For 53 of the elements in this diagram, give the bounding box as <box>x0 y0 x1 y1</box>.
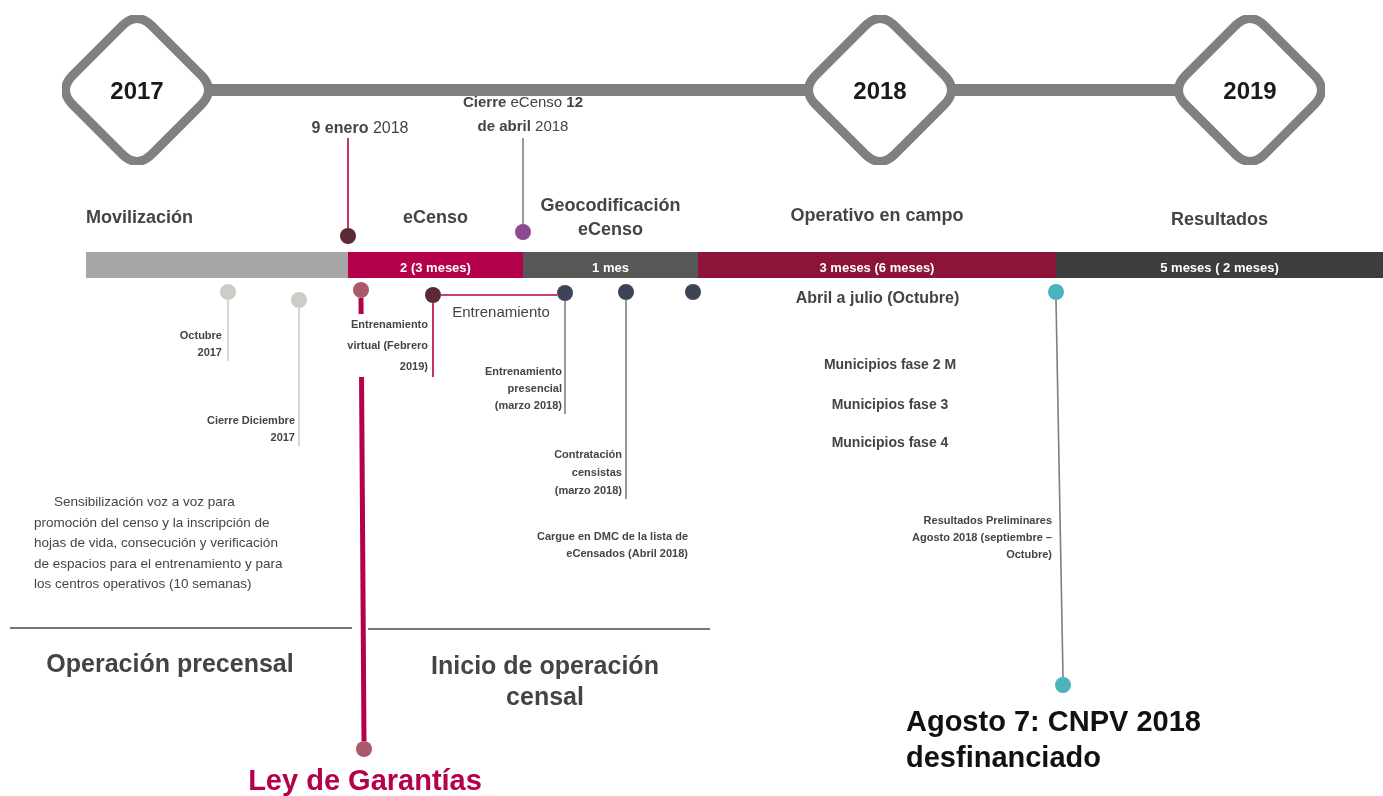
phase-heading: eCenso <box>402 206 469 229</box>
event-label: Cierre Diciembre 2017 <box>200 412 295 446</box>
date-label: Cierre eCenso 12 de abril 2018 <box>462 90 584 138</box>
phase-note: Municipios fase 2 M <box>822 356 958 374</box>
leader-line <box>440 294 558 296</box>
phase-heading: Geocodificación eCenso <box>539 194 682 241</box>
leader-line <box>564 300 566 415</box>
year-label: 2018 <box>852 77 908 105</box>
phase-heading: Movilización <box>86 206 194 229</box>
leader-line <box>1055 299 1064 678</box>
event-dot <box>515 224 531 240</box>
leader-line <box>227 299 229 362</box>
event-dot <box>340 228 356 244</box>
leader-line <box>625 299 627 500</box>
event-label: Entrenamiento presencial (marzo 2018) <box>474 363 562 414</box>
phase-note: Municipios fase 4 <box>830 434 950 452</box>
event-dot <box>1055 677 1071 693</box>
section-heading: Inicio de operación censal <box>430 650 660 713</box>
timeline-line <box>955 84 1175 96</box>
phase-heading: Resultados <box>1170 208 1269 231</box>
duration-bar: 3 meses (6 meses) <box>698 252 1056 278</box>
phase-heading: Operativo en campo <box>789 204 965 227</box>
event-note: Cargue en DMC de la lista de eCensados (Abril 2018) <box>536 529 688 561</box>
period-note: Abril a julio (Octubre) <box>794 288 961 308</box>
leader-line <box>522 137 524 225</box>
timeline-line <box>212 84 805 96</box>
phase-note: Municipios fase 3 <box>830 396 950 414</box>
duration-bar: 2 (3 meses) <box>348 252 523 278</box>
event-dot <box>618 284 634 300</box>
event-dot <box>425 287 441 303</box>
duration-bar: 1 mes <box>523 252 698 278</box>
event-dot <box>356 741 372 757</box>
event-dot <box>685 284 701 300</box>
event-label: Contratación censistas (marzo 2018) <box>538 445 622 499</box>
event-label: Octubre 2017 <box>160 327 222 361</box>
event-dot <box>291 292 307 308</box>
leader-line <box>347 137 349 229</box>
event-dot <box>220 284 236 300</box>
year-label: 2017 <box>109 77 165 105</box>
year-label: 2019 <box>1222 77 1278 105</box>
event-dot <box>353 282 369 298</box>
description-text: Sensibilización voz a voz para promoción del censo y la inscripción de hojas de vida, consecución y verificación de espacios para el entrenamiento y para los centros operativos (10 semanas) <box>34 493 284 593</box>
event-caption: Ley de Garantías <box>247 763 483 796</box>
event-note: Resultados Preliminares Agosto 2018 (septiembre – Octubre) <box>911 513 1052 562</box>
duration-bar: 5 meses ( 2 meses) <box>1056 252 1383 278</box>
leader-line <box>432 302 434 378</box>
event-caption: Agosto 7: CNPV 2018 desfinanciado <box>906 704 1202 775</box>
event-dot <box>557 285 573 301</box>
leader-line <box>298 307 300 447</box>
date-label: 9 enero 2018 <box>290 118 430 138</box>
edge-label: Entrenamiento <box>451 303 551 322</box>
event-dot <box>1048 284 1064 300</box>
section-heading: Operación precensal <box>45 648 295 679</box>
